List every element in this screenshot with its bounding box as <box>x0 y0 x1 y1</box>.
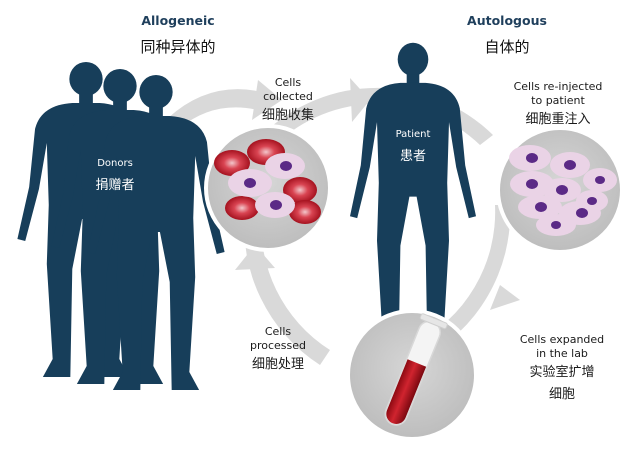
step-collected-line1: Cells <box>274 76 302 89</box>
allogeneic-title-zh: 同种异体的 <box>140 38 216 56</box>
step-expanded-zh1: 实验室扩增 <box>529 365 595 380</box>
step-cells-expanded: Cells expanded in the lab 实验室扩增 细胞 <box>502 333 622 404</box>
expanded-cells-bubble <box>496 126 624 254</box>
allogeneic-title: Allogeneic <box>141 13 215 28</box>
patient-label-en: Patient <box>395 129 431 140</box>
donors-label-en: Donors <box>97 158 133 169</box>
autologous-header: Autologous 自体的 <box>442 13 572 57</box>
test-tube-icon <box>384 313 448 426</box>
step-processed-zh: 细胞处理 <box>251 357 304 372</box>
step-expanded-zh2: 细胞 <box>548 387 575 402</box>
autologous-title-zh: 自体的 <box>484 38 530 56</box>
step-cells-collected: Cells collected 细胞收集 <box>236 76 340 125</box>
allogeneic-header: Allogeneic 同种异体的 <box>113 13 243 57</box>
step-reinjected-zh: 细胞重注入 <box>525 112 591 127</box>
step-collected-line2: collected <box>263 90 313 103</box>
donors-label-zh: 捐赠者 <box>95 178 135 193</box>
autologous-title: Autologous <box>467 13 547 28</box>
step-collected-zh: 细胞收集 <box>261 108 314 123</box>
step-processed-line1: Cells <box>264 325 292 338</box>
patient-label-zh: 患者 <box>399 149 426 164</box>
step-reinjected-line2: to patient <box>531 94 585 107</box>
patient-label: Patient 患者 <box>378 128 448 166</box>
step-expanded-line1: Cells expanded <box>519 333 605 346</box>
test-tube-bubble <box>346 309 478 441</box>
red-blood-cells <box>214 139 321 224</box>
step-cells-processed: Cells processed 细胞处理 <box>226 325 330 374</box>
donors-label: Donors 捐赠者 <box>80 157 150 195</box>
step-cells-reinjected: Cells re-injected to patient 细胞重注入 <box>496 80 620 129</box>
collected-cells-bubble <box>204 124 332 252</box>
step-reinjected-line1: Cells re-injected <box>513 80 603 93</box>
step-expanded-line2: in the lab <box>536 347 588 360</box>
step-processed-line2: processed <box>249 339 307 352</box>
